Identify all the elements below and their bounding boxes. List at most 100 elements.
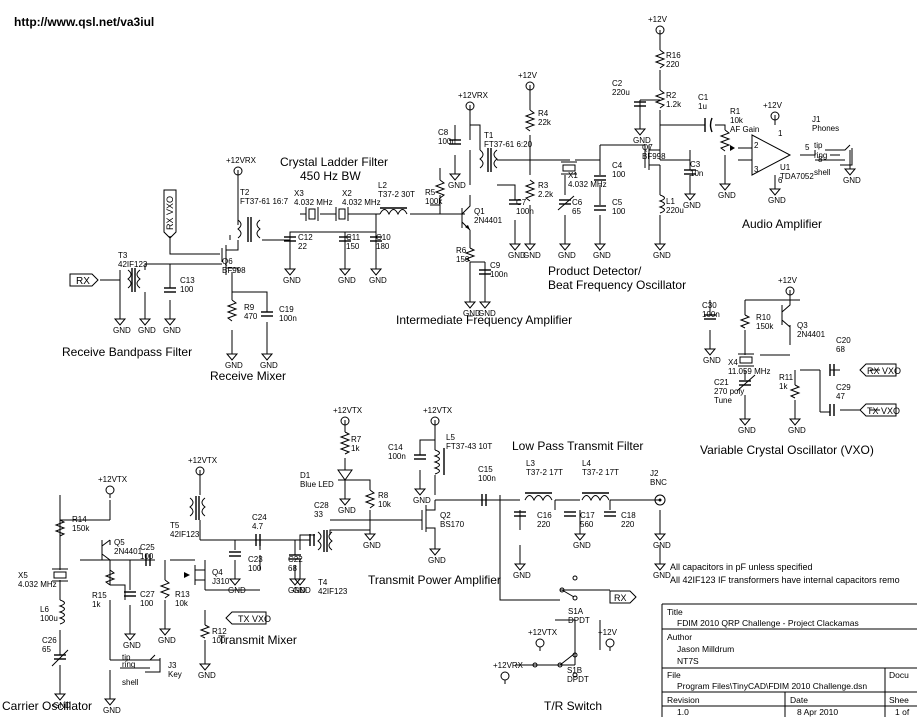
- component-r10-value1: 150k: [756, 322, 774, 331]
- component-t1-value1: FT37-61 6:20: [484, 140, 533, 149]
- component-q6-value1: BF998: [222, 266, 246, 275]
- component-r14-value1: 150k: [72, 524, 90, 533]
- port-flags: RX RX VXO RX VXO TX VXO TX VXO RX: [69, 189, 901, 625]
- power-rail-symbols: +12V+12V+12VRX+12VRX+12V+12V+12VTX+12VTX…: [98, 15, 798, 684]
- component-r13-value1: 10k: [175, 599, 189, 608]
- component-j3-ref: J3: [168, 661, 177, 670]
- tx-vxo-input-port: [225, 611, 267, 625]
- ground-symbol: GND: [738, 415, 756, 435]
- component-l5-ref: L5: [446, 433, 455, 442]
- power-rail-v12tx: +12VTX: [423, 406, 453, 429]
- component-j3-value1: Key: [168, 670, 182, 679]
- component-q1-ref: Q1: [474, 207, 485, 216]
- tb-docu-label: Docu: [889, 670, 909, 680]
- component-l2-ref: L2: [378, 181, 387, 190]
- tb-author-name: Jason Milldrum: [677, 644, 734, 654]
- tb-file: Program Files\TinyCAD\FDIM 2010 Challeng…: [677, 681, 867, 691]
- component-r16-ref: R16: [666, 51, 681, 60]
- component-j1-value1: Phones: [812, 124, 839, 133]
- component-c13-ref: C13: [180, 276, 195, 285]
- component-q2-ref: Q2: [440, 511, 451, 520]
- ground-label: GND: [703, 356, 721, 365]
- ground-label: GND: [293, 586, 311, 595]
- section-if-amp: Intermediate Frequency Amplifier: [396, 313, 572, 327]
- power-rail-label: +12VRX: [226, 156, 257, 165]
- component-c24-value1: 4.7: [252, 522, 264, 531]
- ground-symbol: GND: [703, 345, 721, 365]
- component-q1-value1: 2N4401: [474, 216, 503, 225]
- component-r1-value1: 10k: [730, 116, 744, 125]
- section-titles: Receive Bandpass Filter Receive Mixer Cr…: [2, 155, 874, 713]
- ground-symbol: GND: [633, 125, 651, 145]
- ground-label: GND: [523, 251, 541, 260]
- component-c14-value1: 100n: [388, 452, 406, 461]
- ground-label: GND: [138, 326, 156, 335]
- ground-label: GND: [768, 196, 786, 205]
- power-rail-v12: +12V: [778, 276, 798, 299]
- component-r14-ref: R14: [72, 515, 87, 524]
- power-rail-v12tx: +12VTX: [528, 628, 558, 651]
- section-vxo: Variable Crystal Oscillator (VXO): [700, 443, 874, 457]
- rx-vxo-input-port-label: RX VXO: [165, 196, 175, 230]
- ground-symbol: GND: [768, 185, 786, 205]
- u1-pin-8: 8: [818, 155, 823, 164]
- ground-label: GND: [653, 571, 671, 580]
- tb-revision: 1.0: [677, 707, 689, 717]
- component-c5-value1: 100: [612, 207, 626, 216]
- component-q4-value1: J310: [212, 577, 230, 586]
- section-crystal-ladder: Crystal Ladder Filter: [280, 155, 388, 169]
- component-c16-ref: C16: [537, 511, 552, 520]
- ground-symbol: GND: [198, 660, 216, 680]
- ground-label: GND: [283, 276, 301, 285]
- mosfet-body: [221, 240, 239, 275]
- ground-label: GND: [363, 541, 381, 550]
- section-audio-amp: Audio Amplifier: [742, 217, 822, 231]
- component-c8-ref: C8: [438, 128, 449, 137]
- ground-label: GND: [573, 541, 591, 550]
- component-q5-ref: Q5: [114, 538, 125, 547]
- note-if-transformers: All 42IF123 IF transformers have interna…: [670, 575, 900, 585]
- j1-ring-label: ring: [814, 151, 827, 160]
- pin-labels: 2 3 5 8 1 6 tip ring shell tip ring shel…: [122, 129, 831, 687]
- section-lpf: Low Pass Transmit Filter: [512, 439, 643, 453]
- component-c21-value2: Tune: [714, 396, 732, 405]
- ground-label: GND: [228, 586, 246, 595]
- component-x1-ref: X1: [568, 171, 578, 180]
- component-c27-value1: 100: [140, 599, 154, 608]
- component-r2-value1: 1.2k: [666, 100, 682, 109]
- component-l1-value1: 220u: [666, 206, 684, 215]
- component-r1-ref: R1: [730, 107, 741, 116]
- component-q3-value1: 2N4401: [797, 330, 826, 339]
- power-rail-label: +12VTX: [528, 628, 558, 637]
- component-t1-ref: T1: [484, 131, 494, 140]
- power-rail-v12tx: +12VTX: [98, 475, 128, 498]
- ground-label: GND: [113, 326, 131, 335]
- ground-label: GND: [738, 426, 756, 435]
- component-x5-value1: 4.032 MHz: [18, 580, 57, 589]
- ground-label: GND: [478, 309, 496, 318]
- power-rail-v12tx: +12VTX: [333, 406, 363, 429]
- component-r15-value1: 1k: [92, 600, 101, 609]
- component-r8-ref: R8: [378, 491, 389, 500]
- ground-symbol: GND: [448, 170, 466, 190]
- ground-label: GND: [508, 251, 526, 260]
- component-x3-ref: X3: [294, 189, 304, 198]
- ground-symbol: GND: [413, 485, 431, 505]
- ground-label: GND: [448, 181, 466, 190]
- ground-label: GND: [123, 641, 141, 650]
- component-q4-ref: Q4: [212, 568, 223, 577]
- component-q5-value1: 2N4401: [114, 547, 143, 556]
- symbols: [51, 49, 853, 678]
- component-t3-ref: T3: [118, 251, 128, 260]
- j1-shell-label: shell: [814, 168, 831, 177]
- component-c7-ref: C7: [516, 198, 527, 207]
- component-u1-ref: U1: [780, 163, 791, 172]
- ground-symbol: GND: [593, 240, 611, 260]
- ground-label: GND: [413, 496, 431, 505]
- section-tr-switch: T/R Switch: [544, 699, 602, 713]
- ground-label: GND: [103, 706, 121, 715]
- component-t2-ref: T2: [240, 188, 250, 197]
- rx-switch-port: [609, 590, 637, 604]
